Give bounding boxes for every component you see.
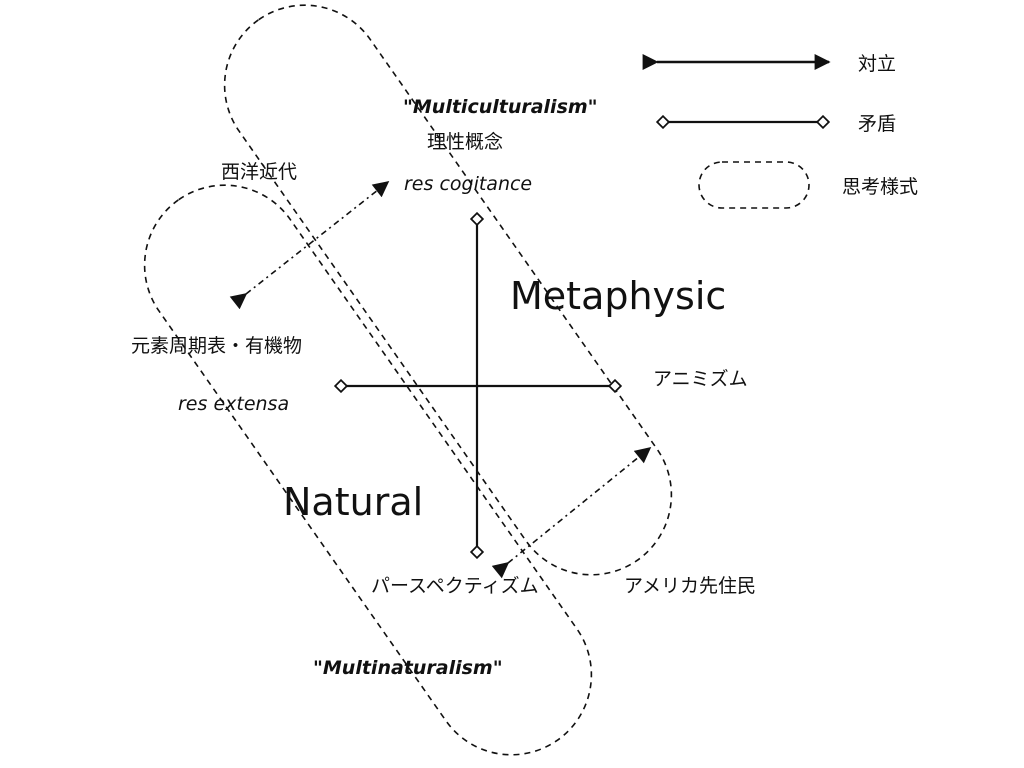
multiculturalism-label: "Multiculturalism" xyxy=(403,96,598,118)
res-cogitance-label: res cogitance xyxy=(404,173,532,195)
western-modern-label: 西洋近代 xyxy=(221,161,297,183)
legend-opposition-label: 対立 xyxy=(858,53,896,75)
opposition-arrow-upper-left xyxy=(229,181,390,310)
natural-label: Natural xyxy=(283,480,423,524)
native-american-label: アメリカ先住民 xyxy=(624,575,756,597)
legend-contradiction-label: 矛盾 xyxy=(858,113,896,135)
legend-mode-of-thought-label: 思考様式 xyxy=(842,176,918,198)
res-extensa-label: res extensa xyxy=(178,393,289,415)
rational-concept-label: 理性概念 xyxy=(427,130,503,153)
legend-mode-of-thought-box xyxy=(698,161,810,209)
opposition-arrow-lower-right xyxy=(491,446,652,579)
metaphysic-label: Metaphysic xyxy=(510,274,726,318)
natural-region-outline xyxy=(143,184,593,756)
animism-label: アニミズム xyxy=(653,368,748,390)
periodic-table-label: 元素周期表・有機物 xyxy=(131,335,302,357)
multinaturalism-label: "Multinaturalism" xyxy=(313,657,503,679)
perspectivism-label: パースペクティズム xyxy=(371,575,539,597)
